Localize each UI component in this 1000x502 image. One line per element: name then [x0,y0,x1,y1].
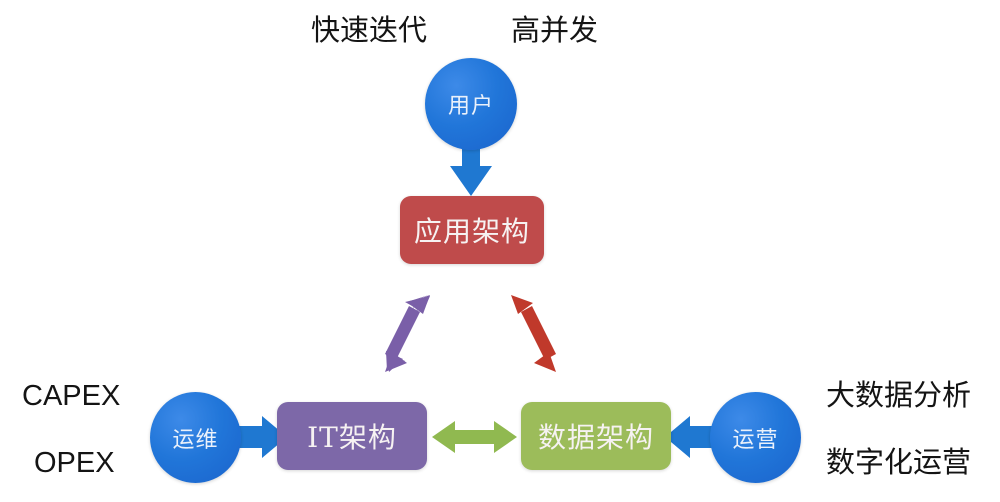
node-user-circle-label: 用户 [447,94,494,119]
annotation-fast-iteration: 快速迭代 [311,15,428,47]
arrow-app-arch-to-data-arch [511,295,556,372]
node-it-architecture[interactable]: IT架构 [277,402,427,470]
annotation-big-data-analytics: 大数据分析 [826,380,972,412]
annotation-opex: OPEX [34,447,115,479]
arrow-it-arch-to-data-arch [432,421,517,453]
annotation-high-concurrency: 高并发 [511,15,599,47]
node-it-architecture-label: IT架构 [307,421,397,454]
node-ops-circle-label: 运维 [172,427,219,453]
annotation-digital-operations: 数字化运营 [826,447,972,479]
node-app-architecture-label: 应用架构 [413,215,530,248]
node-data-architecture-label: 数据架构 [537,421,654,454]
node-user-circle[interactable]: 用户 [425,58,517,150]
node-biz-circle[interactable]: 运营 [710,392,801,483]
annotation-capex: CAPEX [22,380,121,412]
arrow-biz-to-data-arch [665,416,714,458]
node-app-architecture[interactable]: 应用架构 [400,196,544,264]
arrow-app-arch-to-it-arch [385,295,430,372]
node-biz-circle-label: 运营 [732,427,779,453]
node-data-architecture[interactable]: 数据架构 [521,402,671,470]
node-ops-circle[interactable]: 运维 [150,392,241,483]
